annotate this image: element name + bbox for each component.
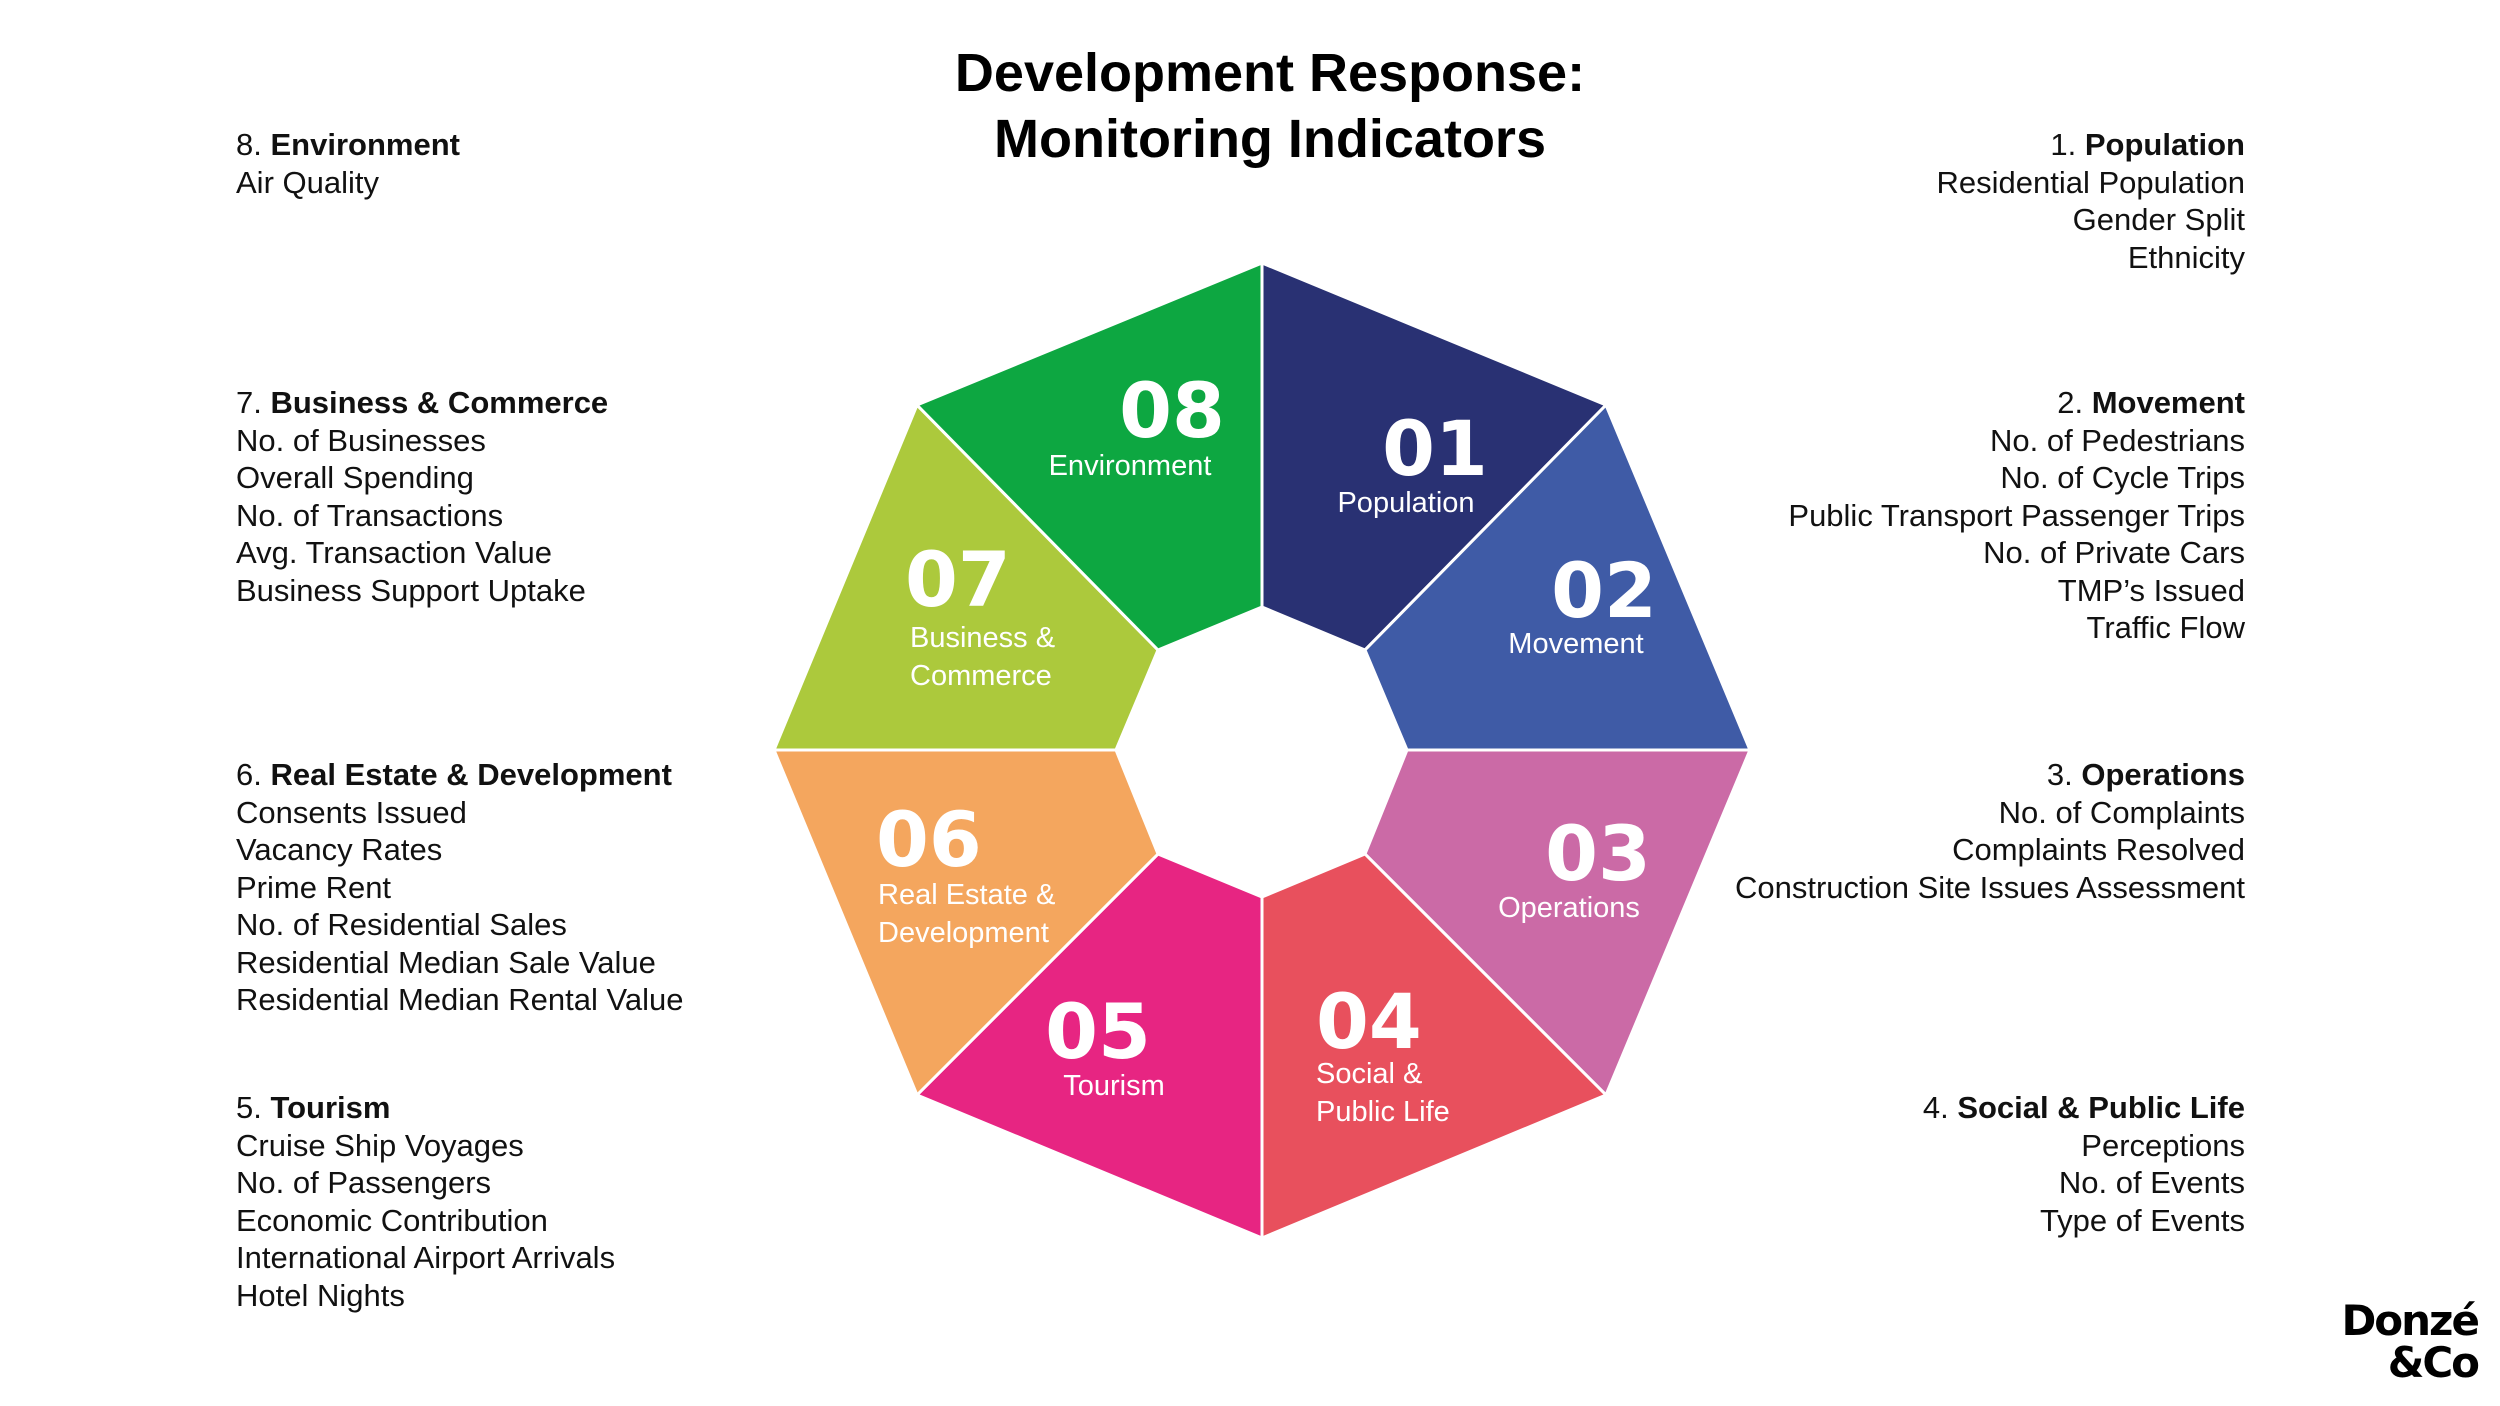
list-item: Residential Population <box>1936 164 2246 200</box>
indicator-list: No. of Businesses Overall Spending No. o… <box>236 422 608 610</box>
indicator-heading: 1. Population <box>2050 127 2245 162</box>
list-item: Cruise Ship Voyages <box>236 1127 524 1163</box>
segment-label: Tourism <box>1063 1070 1165 1102</box>
list-item: Gender Split <box>2072 202 2245 237</box>
list-item: Business Support Uptake <box>236 572 586 608</box>
segment-number: 05 <box>1045 987 1151 1076</box>
list-item: Traffic Flow <box>2086 610 2245 645</box>
indicator-tourism: 5. Tourism Cruise Ship Voyages No. of Pa… <box>236 1089 615 1314</box>
list-item: TMP’s Issued <box>2057 572 2245 608</box>
list-item: Public Transport Passenger Trips <box>1788 497 2245 533</box>
company-logo: Donzé &Co <box>2341 1296 2480 1387</box>
list-item: Ethnicity <box>2127 239 2245 275</box>
title-line-1: Development Response: <box>954 43 1586 103</box>
indicator-list: Consents Issued Vacancy Rates Prime Rent… <box>236 794 683 1019</box>
list-item: Economic Contribution <box>236 1202 548 1238</box>
indicator-heading: 2. Movement <box>2057 385 2245 420</box>
segment-number: 04 <box>1316 977 1422 1066</box>
indicator-population: 1. Population Residential Population Gen… <box>1937 126 2246 276</box>
list-item: No. of Transactions <box>236 497 504 533</box>
segment-environment <box>914 260 1264 652</box>
list-item: No. of Private Cars <box>1983 535 2245 570</box>
indicator-heading: 8. Environment <box>236 127 460 162</box>
indicator-list: No. of Complaints Complaints Resolved Co… <box>1735 794 2245 907</box>
list-item: No. of Pedestrians <box>1989 422 2245 458</box>
segment-label: Development <box>878 917 1049 949</box>
segment-label: Movement <box>1508 628 1643 660</box>
segment-number: 02 <box>1551 546 1657 635</box>
indicator-list: Perceptions No. of Events Type of Events <box>1923 1127 2245 1240</box>
list-item: Vacancy Rates <box>236 832 443 867</box>
list-item: Construction Site Issues Assessment <box>1734 869 2245 905</box>
segment-label: Commerce <box>910 660 1052 692</box>
indicator-list: No. of Pedestrians No. of Cycle Trips Pu… <box>1788 422 2245 647</box>
list-item: Prime Rent <box>236 869 392 905</box>
list-item: Perceptions <box>2081 1127 2245 1163</box>
list-item: Avg. Transaction Value <box>236 535 552 570</box>
list-item: Complaints Resolved <box>1952 832 2245 867</box>
list-item: International Airport Arrivals <box>236 1240 616 1275</box>
list-item: Type of Events <box>2039 1202 2245 1238</box>
indicator-heading: 5. Tourism <box>236 1090 391 1125</box>
list-item: No. of Businesses <box>236 422 486 458</box>
segment-label: Real Estate & <box>878 879 1055 911</box>
page-title: Development Response: Monitoring Indicat… <box>750 40 1790 172</box>
indicator-list: Air Quality <box>236 164 460 202</box>
segment-label: Public Life <box>1316 1096 1450 1128</box>
indicator-environment: 8. Environment Air Quality <box>236 126 460 201</box>
segment-label: Operations <box>1498 892 1640 924</box>
indicator-list: Cruise Ship Voyages No. of Passengers Ec… <box>236 1127 615 1315</box>
indicator-heading: 6. Real Estate & Development <box>236 757 672 792</box>
segment-number: 03 <box>1545 809 1651 898</box>
segment-label: Business & <box>910 622 1055 654</box>
segment-number: 01 <box>1382 404 1488 493</box>
list-item: No. of Complaints <box>1998 794 2245 830</box>
indicator-operations: 3. Operations No. of Complaints Complain… <box>1735 756 2245 906</box>
segment-label: Social & <box>1316 1058 1422 1090</box>
segment-number: 07 <box>905 535 1011 624</box>
indicator-movement: 2. Movement No. of Pedestrians No. of Cy… <box>1788 384 2245 647</box>
title-line-2: Monitoring Indicators <box>994 109 1546 169</box>
list-item: Residential Median Sale Value <box>236 944 656 980</box>
indicator-social-public-life: 4. Social & Public Life Perceptions No. … <box>1923 1089 2245 1239</box>
list-item: Air Quality <box>236 164 379 200</box>
list-item: Hotel Nights <box>236 1277 405 1313</box>
segment-label: Environment <box>1049 450 1212 482</box>
segment-number: 08 <box>1119 366 1225 455</box>
list-item: No. of Cycle Trips <box>2000 460 2245 495</box>
indicator-heading: 4. Social & Public Life <box>1922 1090 2245 1125</box>
list-item: Residential Median Rental Value <box>236 982 684 1017</box>
list-item: No. of Residential Sales <box>236 907 567 942</box>
list-item: Overall Spending <box>236 460 474 495</box>
segment-label: Population <box>1337 487 1474 519</box>
list-item: No. of Events <box>2058 1165 2245 1200</box>
indicator-heading: 7. Business & Commerce <box>236 385 609 420</box>
indicator-business-commerce: 7. Business & Commerce No. of Businesses… <box>236 384 608 609</box>
logo-line-2: &Co <box>2387 1338 2480 1387</box>
logo-line-1: Donzé <box>2341 1296 2480 1345</box>
indicator-list: Residential Population Gender Split Ethn… <box>1937 164 2246 277</box>
list-item: Consents Issued <box>236 794 467 830</box>
indicator-real-estate: 6. Real Estate & Development Consents Is… <box>236 756 683 1019</box>
indicator-heading: 3. Operations <box>2046 757 2245 792</box>
segment-number: 06 <box>876 795 982 884</box>
list-item: No. of Passengers <box>236 1165 492 1200</box>
